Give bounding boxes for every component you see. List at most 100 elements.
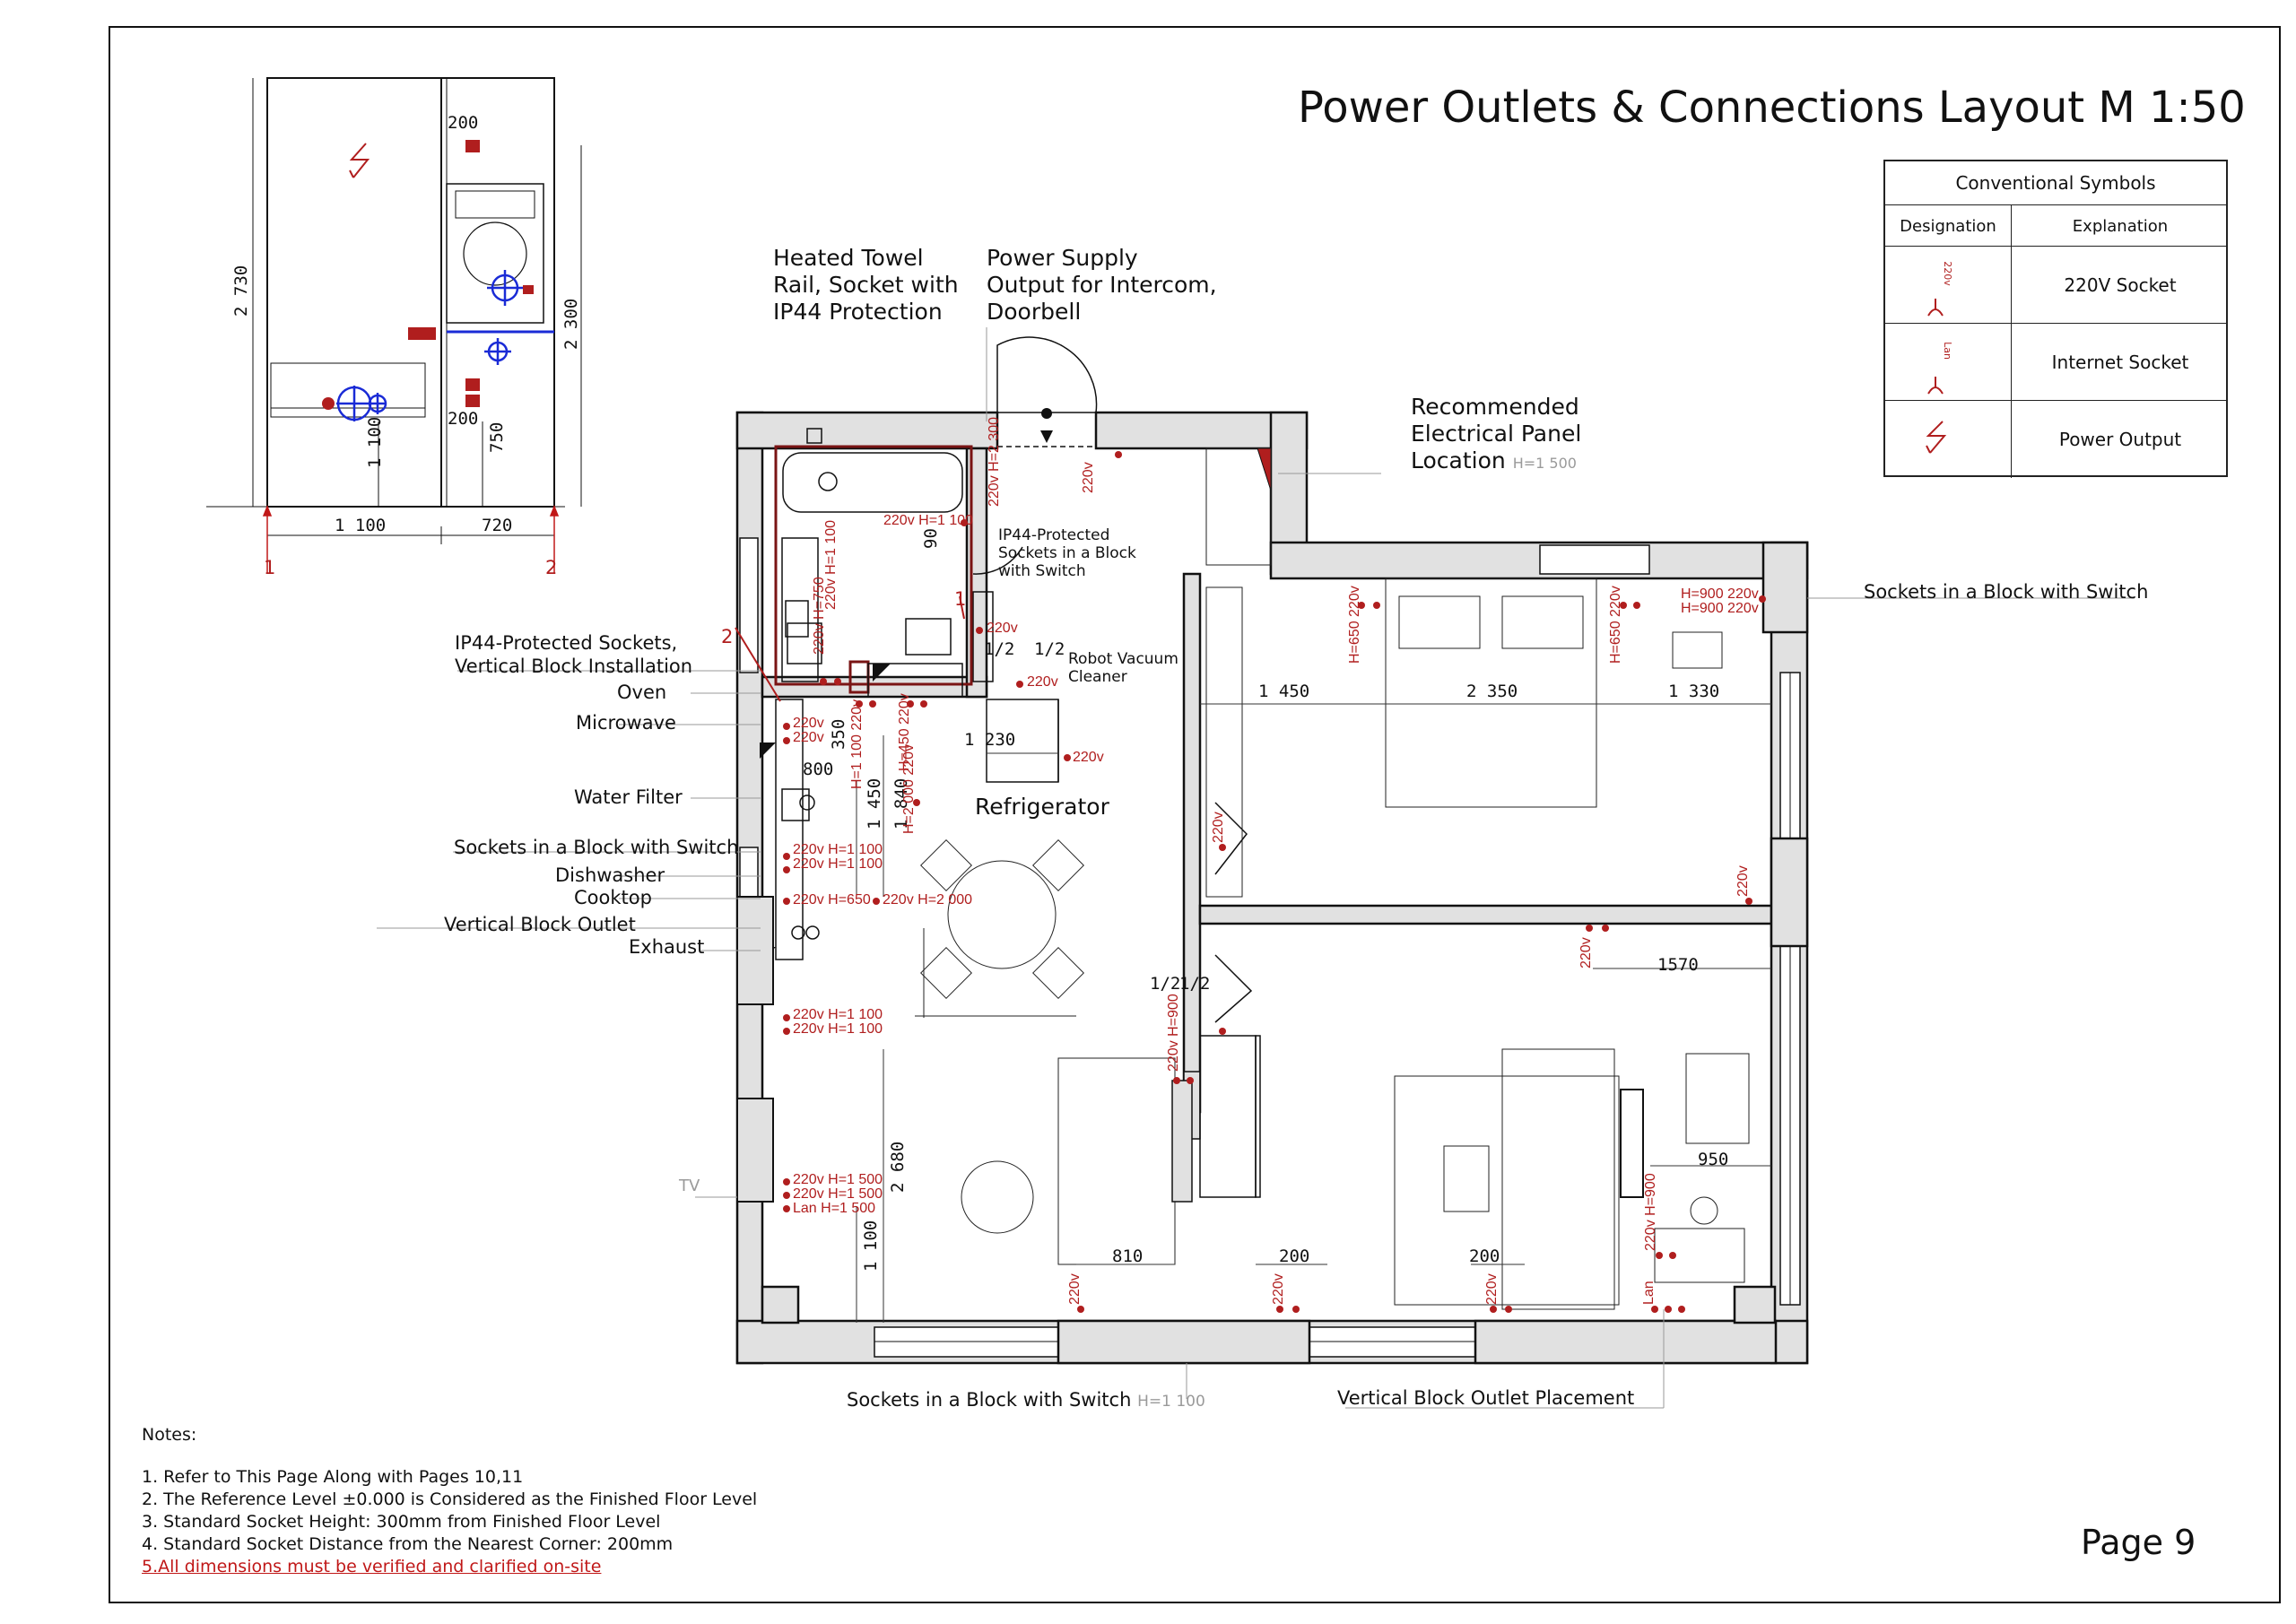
callout-vertical-block-placement: Vertical Block Outlet Placement [1337, 1387, 1635, 1409]
socket-fridge-right: 220v [1073, 750, 1104, 765]
socket-bath-towel: 220v H=1 100 [883, 513, 974, 528]
socket-kitchen-oven: 220v 220v [793, 716, 824, 745]
dim-elev-2300: 2 300 [561, 298, 581, 350]
legend-column-headers: Designation Explanation [1885, 204, 2226, 247]
legend-header: Conventional Symbols [1955, 172, 2156, 194]
dim-1450-v: 1 450 [865, 777, 884, 829]
section-mark-1: 1 [264, 557, 276, 578]
socket-bedroom-left: H=650 220v [1347, 586, 1362, 664]
label-tv: TV [679, 1177, 700, 1195]
dim-2350: 2 350 [1466, 682, 1518, 701]
bedroom-furniture [1205, 447, 1750, 1310]
page-title: Power Outlets & Connections Layout M 1:5… [1298, 83, 2246, 133]
legend-table: Conventional Symbols Designation Explana… [1883, 160, 2228, 478]
socket-living-bottom-1: 220v [1067, 1273, 1083, 1305]
kitchen-counter [775, 663, 1059, 960]
label-oven: Oven [617, 682, 667, 703]
notes-heading: Notes: [142, 1425, 197, 1445]
legend-power-icon [1926, 421, 1947, 454]
socket-bath-top: 220v H=2 300 [987, 416, 1002, 507]
legend-symbol-220v: 220v [1942, 261, 1954, 286]
callout-power-supply: Power Supply Output for Intercom, Doorbe… [987, 245, 1217, 325]
page-number: Page 9 [2081, 1523, 2196, 1562]
entrance-door [996, 336, 1098, 447]
note-warning: 5.All dimensions must be verified and cl… [142, 1557, 602, 1576]
dim-elev-1100-vertical: 1 100 [365, 416, 385, 468]
callout-ip44-vertical: IP44-Protected Sockets, Vertical Block I… [455, 632, 693, 677]
elevation-socket-marks [322, 140, 534, 410]
elevation-power-output-icon [349, 143, 370, 178]
elevation-section-marks [262, 504, 560, 574]
label-sockets-block-switch-left: Sockets in a Block with Switch [454, 837, 739, 858]
note-item: 1. Refer to This Page Along with Pages 1… [142, 1467, 524, 1487]
socket-robot-2: 220v [1027, 674, 1058, 690]
socket-kitchen-block: 220v H=1 100 220v H=1 100 [793, 842, 883, 872]
legend-row: 220v 220V Socket [1885, 246, 2226, 324]
dim-200-a: 200 [1279, 1246, 1310, 1266]
dim-elev-1100: 1 100 [335, 516, 387, 535]
legend-row: Power Output [1885, 400, 2226, 478]
dim-elev-2730: 2 730 [231, 265, 251, 317]
dim-elev-720: 720 [482, 516, 513, 535]
dim-950: 950 [1698, 1150, 1729, 1169]
socket-living-lan: Lan [1641, 1281, 1657, 1305]
dim-elev-200-top: 200 [448, 113, 479, 133]
legend-explanation: Internet Socket [2051, 352, 2189, 373]
callout-sockets-block-switch-right: Sockets in a Block with Switch [1864, 581, 2149, 603]
socket-kitchen-low: 220v H=1 100 220v H=1 100 [793, 1007, 883, 1037]
dim-800: 800 [803, 760, 834, 779]
bathroom-fixtures [781, 428, 994, 682]
windows [739, 537, 1801, 1358]
dim-90: 90 [921, 528, 941, 549]
socket-bedroom-corner: 220v [1735, 865, 1751, 897]
dim-1450-h: 1 450 [1258, 682, 1310, 701]
callout-ip44-block: IP44-Protected Sockets in a Block with S… [998, 526, 1136, 580]
socket-living-bottom-2: 220v [1271, 1273, 1286, 1305]
socket-fridge-pair: H=450 220v [897, 693, 912, 771]
note-item: 4. Standard Socket Distance from the Nea… [142, 1534, 674, 1554]
tv-wall [736, 896, 774, 1203]
label-cooktop: Cooktop [574, 887, 652, 908]
elevation-plumbing-icons [336, 270, 523, 421]
socket-robot: 220v [987, 621, 1018, 636]
dim-half-4: 1/2 [1179, 974, 1211, 994]
elevation-dimension-lines [252, 78, 582, 544]
socket-corridor: 220v H=900 [1166, 994, 1181, 1072]
legend-col-explanation: Explanation [2072, 216, 2169, 236]
section-mark-2: 2 [545, 557, 558, 578]
socket-kitchen-cooktop: 220v H=2 000 [883, 892, 973, 908]
socket-living-bottom-3: 220v [1484, 1273, 1500, 1305]
socket-tv-block: 220v H=1 500 220v H=1 500 Lan H=1 500 [793, 1172, 883, 1216]
dim-810: 810 [1112, 1246, 1144, 1266]
legend-symbol-lan: Lan [1942, 342, 1954, 360]
socket-bath-vertical-2: 220v H=750 [812, 577, 827, 655]
legend-col-designation: Designation [1900, 216, 1996, 236]
dim-1230: 1 230 [964, 730, 1016, 750]
ip44-leader [735, 627, 781, 702]
socket-kitchen-pair: H=1 100 220v [849, 699, 865, 789]
dim-half-2: 1/2 [1034, 639, 1065, 659]
note-item: 2. The Reference Level ±0.000 is Conside… [142, 1489, 758, 1509]
socket-kitchen-dishwasher: 220v H=650 [793, 892, 871, 908]
dim-2680: 2 680 [888, 1141, 908, 1193]
label-vertical-block-outlet: Vertical Block Outlet [444, 914, 636, 935]
socket-living-corner: 220v [1578, 937, 1594, 968]
corridor-storage [1171, 1035, 1261, 1203]
label-water-filter: Water Filter [574, 786, 683, 808]
dim-350: 350 [829, 718, 848, 750]
socket-bedroom-door: 220v [1211, 812, 1226, 843]
dim-200-b: 200 [1469, 1246, 1500, 1266]
legend-explanation: 220V Socket [2064, 274, 2177, 296]
label-refrigerator: Refrigerator [975, 794, 1109, 820]
dimension-lines [856, 703, 1771, 1323]
mark-1: 1 [954, 588, 967, 610]
dim-elev-200-bottom: 200 [448, 409, 479, 429]
electrical-panel [1257, 447, 1272, 491]
label-exhaust: Exhaust [629, 936, 705, 958]
dim-1570: 1570 [1657, 955, 1699, 975]
callout-electrical-panel: Recommended Electrical Panel Location H=… [1411, 394, 1582, 473]
dim-half-1: 1/2 [984, 639, 1015, 659]
label-robot-vacuum: Robot Vacuum Cleaner [1068, 650, 1178, 686]
window-lines [874, 673, 1791, 1342]
socket-markers [783, 451, 1766, 1313]
